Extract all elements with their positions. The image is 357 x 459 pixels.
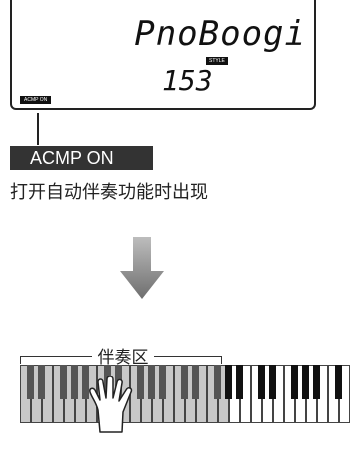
black-key bbox=[60, 365, 67, 399]
black-key bbox=[159, 365, 166, 399]
accompaniment-range-bracket: 伴奏区 bbox=[20, 343, 222, 368]
black-key bbox=[27, 365, 34, 399]
hand-icon bbox=[89, 376, 133, 433]
black-key bbox=[82, 365, 89, 399]
black-key bbox=[335, 365, 342, 399]
black-key bbox=[214, 365, 221, 399]
black-key bbox=[291, 365, 298, 399]
black-key bbox=[225, 365, 232, 399]
black-key bbox=[148, 365, 155, 399]
black-key bbox=[302, 365, 309, 399]
black-key bbox=[313, 365, 320, 399]
black-key bbox=[192, 365, 199, 399]
style-name-text: PnoBoogi bbox=[134, 14, 306, 54]
black-key bbox=[137, 365, 144, 399]
black-key bbox=[71, 365, 78, 399]
down-arrow-icon bbox=[120, 237, 164, 299]
keyboard bbox=[20, 365, 357, 423]
black-key bbox=[258, 365, 265, 399]
callout-caption: 打开自动伴奏功能时出现 bbox=[10, 182, 208, 203]
black-key bbox=[269, 365, 276, 399]
acmp-indicator: ACMP ON bbox=[20, 96, 52, 104]
range-tick-right bbox=[221, 356, 222, 364]
callout-pointer-line bbox=[37, 113, 39, 145]
acmp-on-callout: ACMP ON bbox=[10, 146, 153, 170]
black-key bbox=[236, 365, 243, 399]
black-key bbox=[181, 365, 188, 399]
range-tick-left bbox=[20, 356, 21, 364]
style-badge: STYLE bbox=[206, 57, 228, 65]
black-key bbox=[38, 365, 45, 399]
lcd-display: PnoBoogi STYLE 153 ACMP ON bbox=[10, 0, 316, 110]
style-number-text: 153 bbox=[162, 64, 213, 97]
accompaniment-range-label: 伴奏区 bbox=[92, 343, 154, 368]
